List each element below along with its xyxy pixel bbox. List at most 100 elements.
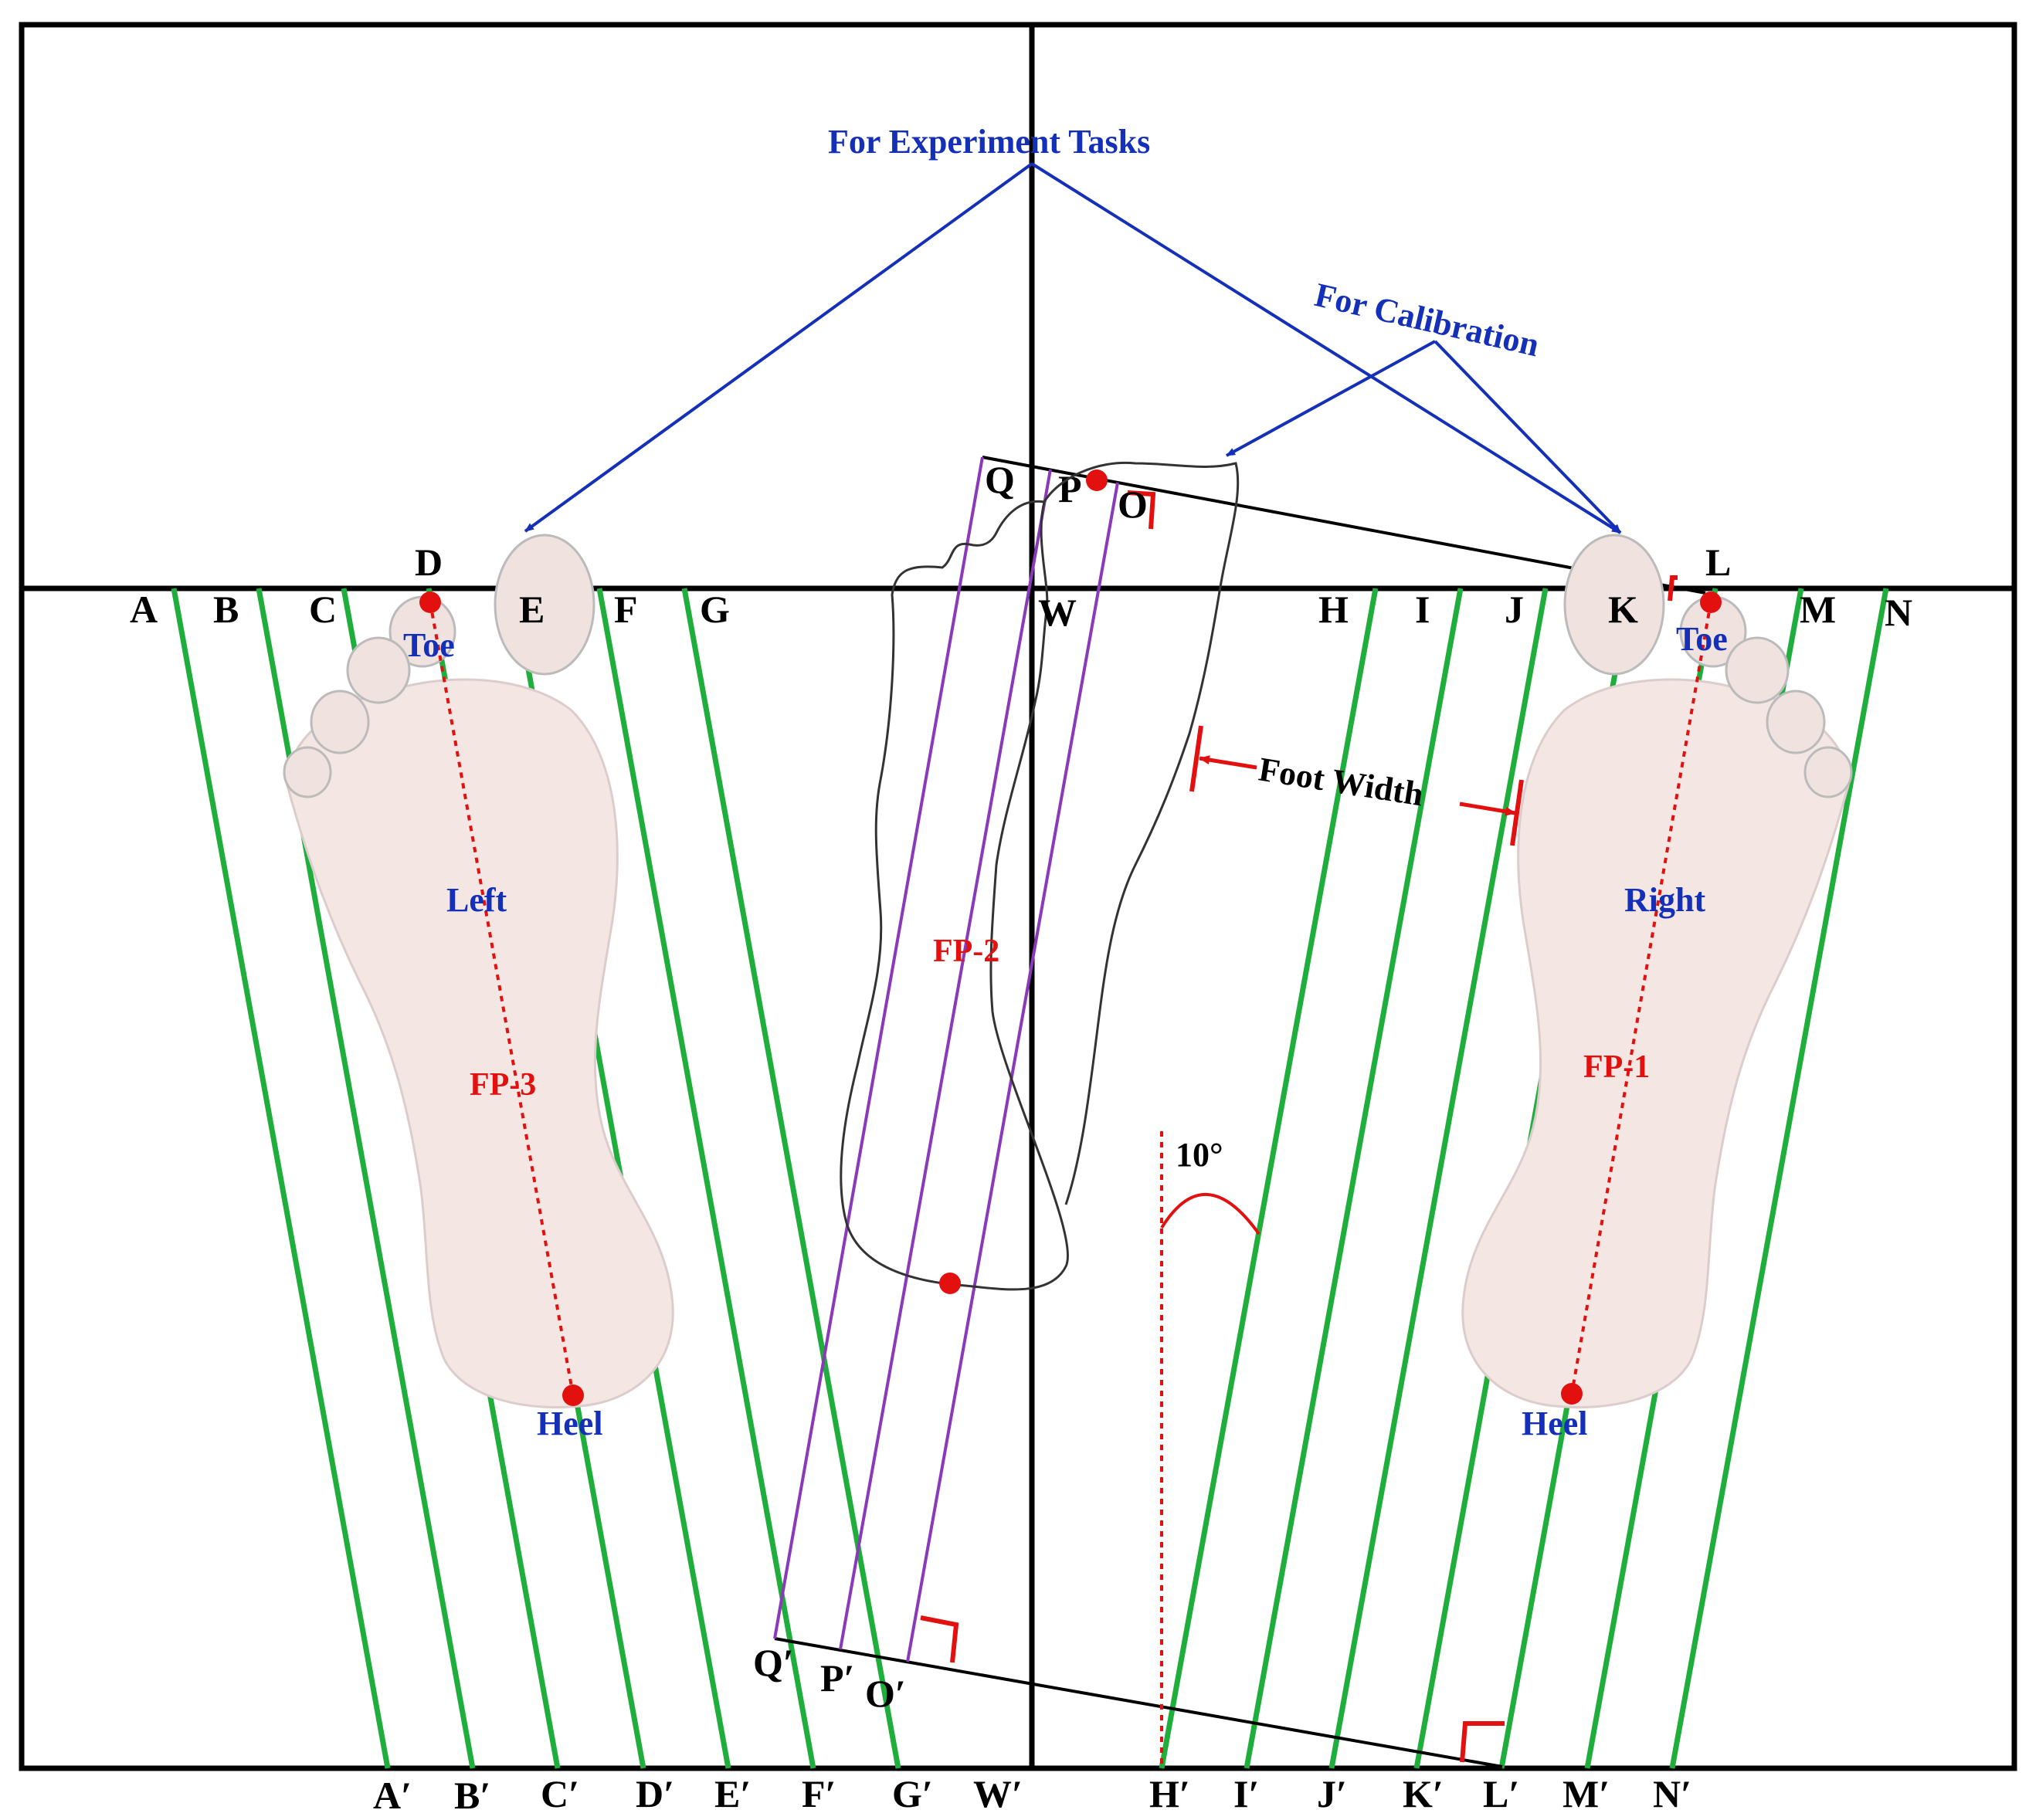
left-toe-4 [310,690,370,754]
angle-annotation: 10° [1160,1131,1260,1768]
top-label-k: K [1608,588,1638,631]
top-label-n: N [1885,591,1912,634]
top-label-a: A [130,588,158,631]
guide-line-i [1244,588,1464,1769]
foot-width-arrow-right [1459,802,1516,816]
right-big-toe [1563,534,1665,676]
bottom-label-j-prime: J′ [1317,1772,1347,1815]
bottom-label-h-prime: H′ [1149,1772,1190,1815]
calibration-line-p [839,469,1052,1650]
angle-arc [1160,1193,1260,1235]
left-heel-label: Heel [537,1405,603,1442]
right-foot-sole [1461,678,1851,1408]
right-toe-label: Toe [1676,620,1728,658]
center-toe-marker [1086,469,1108,491]
foot-width-tick-right [1510,779,1524,846]
top-label-h: H [1318,588,1349,631]
foot-width-tick-left [1189,725,1203,792]
right-toe-4 [1766,690,1826,754]
calibration-line-o [906,482,1119,1662]
top-label-i: I [1415,588,1430,631]
label-o-prime: O′ [865,1672,906,1715]
right-foot: Toe Right FP-1 Heel [1461,534,1853,1442]
bottom-labels: A′ B′ C′ D′ E′ F′ G′ W′ H′ I′ J′ K′ L′ M… [373,1772,1691,1817]
bottom-label-w-prime: W′ [973,1772,1023,1815]
left-big-toe [494,534,595,676]
bottom-label-n-prime: N′ [1653,1772,1691,1815]
center-footprint-outline [840,500,1069,1291]
top-label-g: G [700,588,730,631]
top-label-m: M [1800,588,1836,631]
guide-line-a [171,588,391,1769]
arrow-to-right-foot [1030,162,1622,534]
top-label-f: F [614,588,638,631]
right-heel-marker [1561,1383,1583,1405]
top-label-l: L [1705,541,1731,584]
left-fp-label: FP-3 [470,1067,536,1103]
guide-line-f [596,588,816,1769]
experiment-tasks-label: For Experiment Tasks [828,123,1150,161]
right-foot-axis [1570,602,1712,1395]
top-label-e: E [519,588,545,631]
top-labels: A B C D E F G W H I J K L M N [130,541,1912,634]
arrow-calibration-to-center [1226,340,1436,457]
foot-width-label: Foot Width [1256,750,1426,813]
guide-line-j [1328,588,1549,1769]
guide-line-h [1159,588,1379,1769]
label-p-prime: P′ [820,1656,855,1700]
arrow-calibration-to-right-foot [1434,340,1622,534]
center-footprint-toe-outline [1043,461,1240,1205]
right-toe-marker [1700,591,1722,613]
calibration-line-q [773,456,984,1639]
bottom-label-b-prime: B′ [454,1774,490,1817]
top-label-c: C [309,588,337,631]
bottom-label-d-prime: D′ [636,1772,674,1815]
right-angle-mark-bottom-right [1460,1721,1505,1763]
center-fp-label: FP-2 [933,934,999,969]
right-toe-5 [1803,746,1853,798]
bottom-label-k-prime: K′ [1403,1772,1444,1815]
foot-width-measure: Foot Width [1189,725,1524,846]
top-label-b: B [213,588,239,631]
guide-line-g [681,588,901,1769]
right-angle-mark-toe [1668,575,1678,602]
right-side-label: Right [1624,881,1705,919]
right-toe-3 [1725,636,1790,704]
left-heel-marker [562,1384,584,1406]
guide-line-n [1669,588,1889,1769]
bottom-label-l-prime: L′ [1483,1772,1519,1815]
left-side-label: Left [446,881,507,919]
right-fp-label: FP-1 [1583,1049,1650,1085]
label-o: O [1118,483,1148,526]
annotation-arrows [524,162,1622,534]
label-q-prime: Q′ [753,1641,794,1684]
left-toe-label: Toe [403,626,455,664]
right-angle-mark-bottom [920,1615,959,1663]
calibration-label: For Calibration [1311,276,1543,364]
left-foot: Toe Left FP-3 Heel [283,534,674,1442]
angle-label: 10° [1176,1136,1223,1174]
left-foot-sole [284,678,674,1408]
right-heel-label: Heel [1522,1405,1588,1442]
bottom-label-f-prime: F′ [802,1772,836,1815]
bottom-label-m-prime: M′ [1562,1772,1610,1815]
foot-width-arrow-left [1199,755,1257,770]
right-angle-mark-top [1127,490,1156,530]
label-q: Q [985,458,1015,501]
left-toe-marker [419,591,441,613]
calibration-bottom-edge [774,1637,1503,1768]
outer-frame [19,22,2017,1771]
center-heel-marker [939,1273,961,1294]
bottom-label-a-prime: A′ [373,1774,412,1817]
arrow-to-left-foot [524,162,1033,533]
bottom-label-c-prime: C′ [541,1772,579,1815]
left-toe-3 [346,636,411,704]
left-toe-5 [283,746,332,798]
bottom-label-g-prime: G′ [892,1772,933,1815]
bottom-label-i-prime: I′ [1233,1772,1260,1815]
left-foot-axis [429,602,575,1396]
top-label-j: J [1505,588,1524,631]
top-label-d: D [415,541,443,584]
top-label-w: W [1038,591,1077,634]
